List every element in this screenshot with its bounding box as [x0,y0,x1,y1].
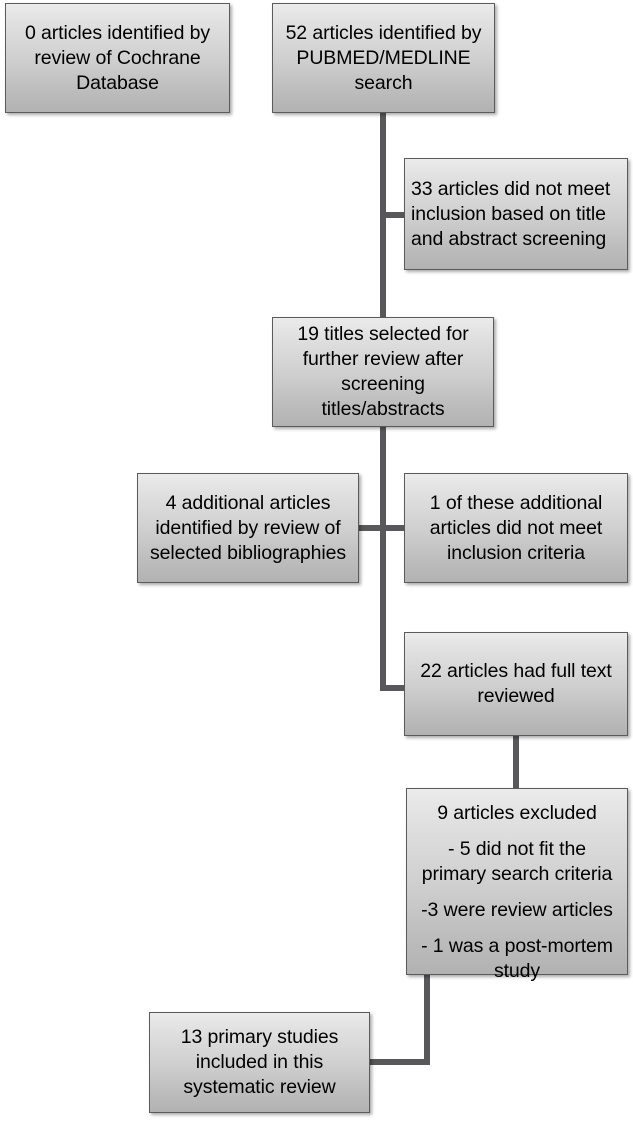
box-line: selected bibliographies [149,541,347,564]
box-paragraph: -3 were review articles [413,898,621,923]
box-line: screening [341,373,425,395]
additional-excluded-1-box: 1 of these additional articles did not m… [404,473,628,583]
box-paragraph: - 5 did not fit the primary search crite… [413,837,621,887]
box-line: primary search criteria [421,863,613,885]
box-line: - 5 did not fit the [448,838,586,860]
box-line: study [493,960,541,982]
excluded-33-box: 33 articles did not meet inclusion based… [404,158,628,270]
box-line: - 1 was a post-mortem [421,935,613,957]
cochrane-database-box: 0 articles identified by review of Cochr… [5,3,230,113]
box-line: further review after [302,348,464,370]
box-paragraph: - 1 was a post-mortem study [413,934,621,984]
box-line: inclusion criteria [446,541,585,564]
box-line: 9 articles excluded [437,802,597,824]
box-line: -3 were review articles [421,899,613,921]
box-line: Database [76,71,159,94]
box-line: 0 articles identified by [24,21,211,44]
box-line: 13 primary studies [180,1026,339,1048]
box-line: systematic review [183,1076,336,1098]
box-line: 52 articles identified by [285,21,482,44]
box-line: reviewed [477,685,555,707]
box-line: inclusion based on title [411,202,606,225]
full-text-reviewed-22-box: 22 articles had full text reviewed [404,632,628,736]
pubmed-medline-box: 52 articles identified by PUBMED/MEDLINE… [272,3,495,113]
box-line: PUBMED/MEDLINE [296,46,471,69]
box-line: articles did not meet [429,516,603,539]
included-studies-13-box: 13 primary studies included in this syst… [149,1012,370,1113]
box-line: 4 additional articles [165,491,331,514]
box-line: review of Cochrane [34,46,201,69]
box-line: 22 articles had full text [420,660,612,682]
box-line: 33 articles did not meet [411,177,611,200]
additional-articles-4-box: 4 additional articles identified by revi… [137,473,359,583]
box-paragraph: 9 articles excluded [413,801,621,826]
box-line: 19 titles selected for [297,323,469,345]
box-line: search [354,71,413,94]
box-line: included in this [195,1051,324,1073]
box-line: 1 of these additional [429,491,603,514]
titles-selected-19-box: 19 titles selected for further review af… [272,317,494,427]
box-line: identified by review of [155,516,341,539]
box-line: and abstract screening [411,227,607,250]
excluded-9-box: 9 articles excluded - 5 did not fit the … [406,788,628,982]
box-line: titles/abstracts [321,398,445,420]
